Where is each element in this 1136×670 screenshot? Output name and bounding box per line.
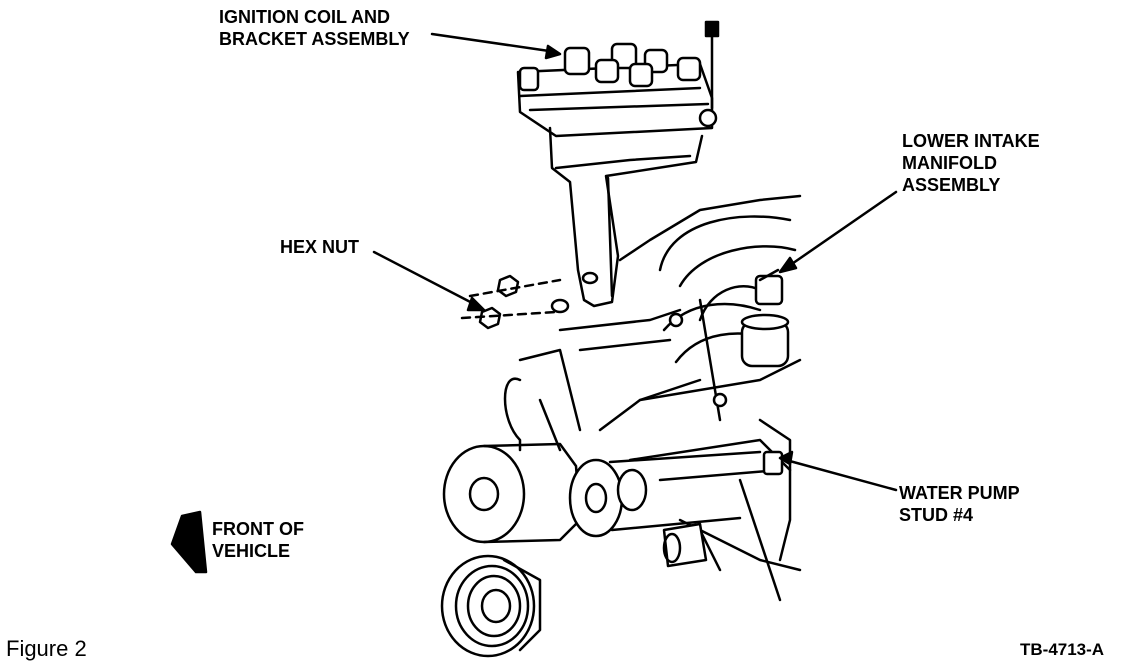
hex-nut-icon: [460, 274, 562, 330]
coil-bracket: [548, 126, 802, 314]
ignition-coil-label-line2: BRACKET ASSEMBLY: [219, 29, 410, 49]
lower-intake-label-line2: MANIFOLD: [902, 153, 997, 173]
front-of-vehicle-label-line1: FRONT OF: [212, 519, 304, 539]
hex-nut-label-line1: HEX NUT: [280, 237, 360, 257]
intake-manifold: [638, 215, 802, 422]
lower-fitting: [662, 522, 708, 568]
lower-intake-label-line1: LOWER INTAKE: [902, 131, 1040, 151]
front-of-vehicle-arrow-icon: [170, 510, 208, 574]
water-pump-label-line1: WATER PUMP: [899, 483, 1020, 503]
leader-lines: [372, 32, 898, 492]
figure-caption: Figure 2: [6, 636, 87, 661]
figure-code: TB-4713-A: [1020, 640, 1105, 659]
ignition-coil-label-line1: IGNITION COIL AND: [219, 7, 390, 27]
ignition-coil-pack: [516, 20, 720, 138]
alternator: [442, 377, 762, 544]
front-of-vehicle-label: FRONT OF VEHICLE: [212, 518, 304, 562]
water-pump-label-line2: STUD #4: [899, 505, 974, 525]
ignition-coil-label: IGNITION COIL AND BRACKET ASSEMBLY: [219, 6, 410, 50]
pulley: [440, 554, 542, 658]
water-pump-label: WATER PUMP STUD #4: [899, 482, 1020, 526]
lower-intake-label: LOWER INTAKE MANIFOLD ASSEMBLY: [902, 130, 1040, 196]
engine-block: [518, 308, 802, 602]
hex-nut-label: HEX NUT: [280, 236, 359, 258]
lower-intake-label-line3: ASSEMBLY: [902, 175, 1001, 195]
front-of-vehicle-label-line2: VEHICLE: [212, 541, 291, 561]
